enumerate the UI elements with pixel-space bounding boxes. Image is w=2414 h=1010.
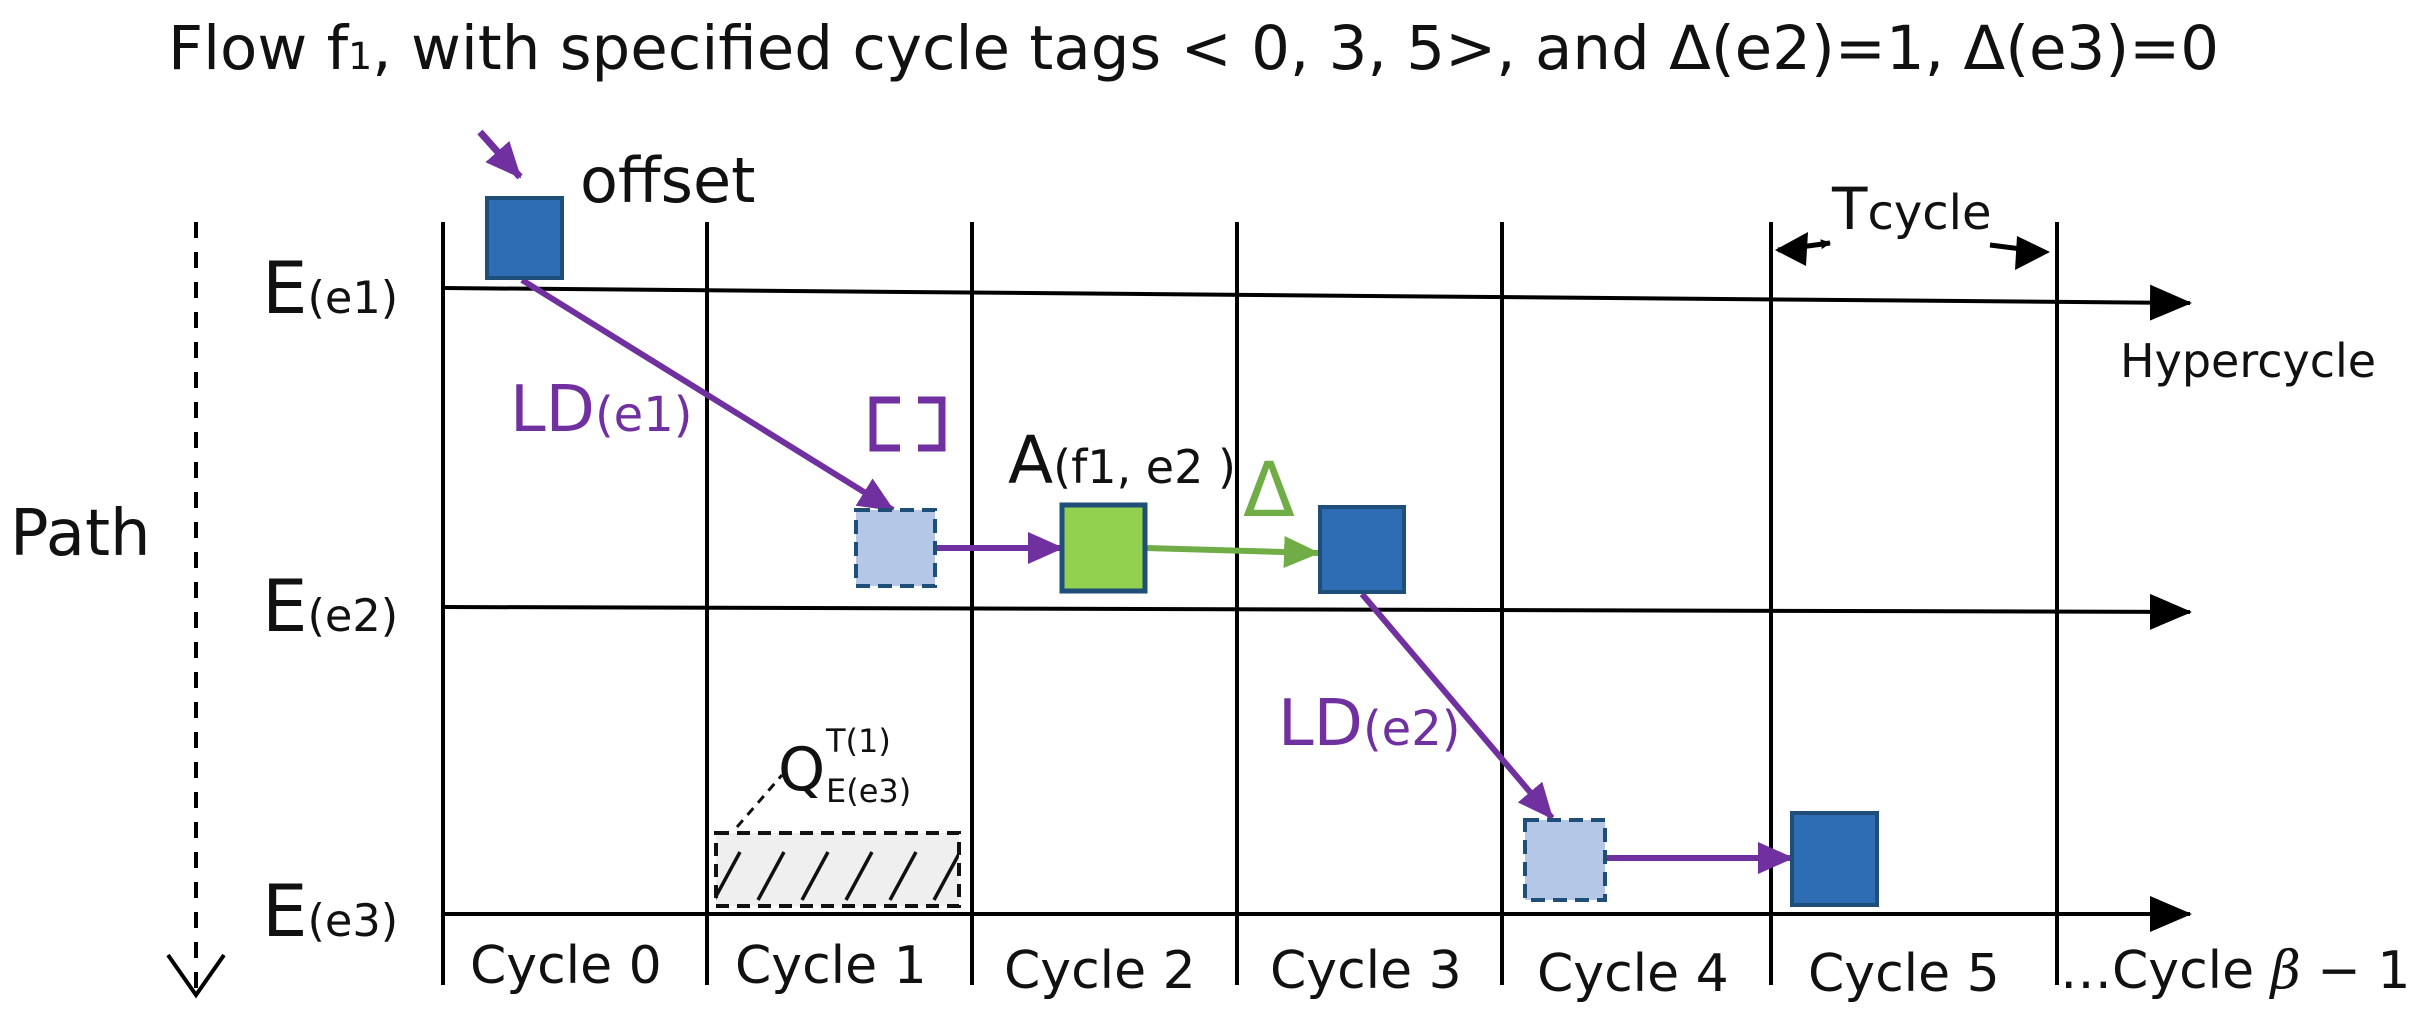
- tcycle-sub: cycle: [1867, 185, 1992, 241]
- ld-e2-label: LD(e2): [1278, 687, 1461, 761]
- title-sub: 1: [348, 34, 373, 78]
- ld-e1-label: LD(e1): [510, 373, 693, 447]
- path-arrow: [166, 222, 226, 999]
- cycle-label-last: …Cycle β − 1: [2060, 941, 2411, 1001]
- delta-label: Δ: [1243, 445, 1295, 534]
- row-label-e2: E(e2): [262, 564, 399, 648]
- ld-e1-arrow: [520, 277, 895, 513]
- cycle-label-1: Cycle 1: [735, 936, 927, 996]
- arrival-label: A(f1, e2 ): [1008, 422, 1236, 499]
- title-rest: , with specified cycle tags < 0, 3, 5>, …: [372, 13, 2220, 84]
- queued-packet-cycle1-e2: [854, 508, 937, 588]
- cycle-label-5: Cycle 5: [1808, 944, 2000, 1004]
- ld-e2-arrow: [1359, 592, 1555, 820]
- diagram-title: Flow f1, with specified cycle tags < 0, …: [168, 18, 2219, 79]
- queue-label-leader: [735, 774, 784, 828]
- row-label-e3: E(e3): [262, 869, 399, 953]
- delta-arrow: [1145, 536, 1320, 569]
- offset-arrow: [477, 129, 523, 180]
- queue-symbol-q: Q: [778, 735, 826, 805]
- queue-box-e3-cycle1: [714, 831, 961, 908]
- packet-cycle5-e3: [1790, 811, 1879, 907]
- cycle-boundaries: [441, 222, 2059, 985]
- queue-symbol-sup: T(1): [826, 722, 891, 760]
- offset-label: offset: [580, 144, 756, 217]
- tcycle-label: Tcycle: [1832, 180, 1992, 238]
- timeline-e1: [442, 284, 2192, 321]
- queue-bracket-symbol: [869, 396, 946, 452]
- timelines: [442, 284, 2192, 932]
- arrival-packet-cycle2-e2: [1059, 502, 1148, 594]
- tcycle-main: T: [1832, 175, 1868, 243]
- cycle-label-4: Cycle 4: [1537, 944, 1729, 1004]
- path-label: Path: [10, 497, 151, 571]
- row-label-e1: E(e1): [262, 246, 399, 330]
- packet-cycle3-e2: [1318, 505, 1406, 594]
- queue-symbol-sub: E(e3): [826, 772, 912, 810]
- tcycle-bracket: [1775, 232, 2050, 270]
- cycle-label-3: Cycle 3: [1270, 941, 1462, 1001]
- cycle-label-0: Cycle 0: [470, 936, 662, 996]
- packet-cycle0-e1: [485, 196, 564, 280]
- cycle-label-2: Cycle 2: [1004, 941, 1196, 1001]
- queued-packet-cycle4-e3: [1523, 818, 1607, 902]
- timeline-e2: [442, 593, 2192, 630]
- title-prefix: Flow f: [168, 13, 349, 84]
- hypercycle-label: Hypercycle: [2120, 334, 2377, 388]
